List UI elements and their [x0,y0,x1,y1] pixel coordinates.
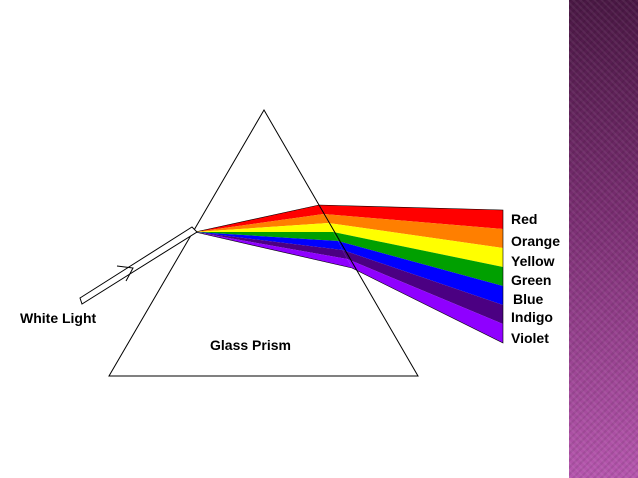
label-violet: Violet [511,330,549,346]
label-red: Red [511,211,537,227]
label-blue: Blue [513,291,544,307]
band-blue [337,241,503,305]
inner-band-blue [195,232,343,250]
inner-band-yellow [195,223,334,232]
spectrum-bands [194,204,504,344]
label-indigo: Indigo [511,309,553,325]
band-red [319,205,503,229]
label-yellow: Yellow [511,253,555,269]
decorative-side-bar [569,0,638,478]
label-green: Green [511,272,551,288]
inner-band-orange [195,214,329,232]
glass-prism-triangle [108,109,419,377]
band-orange [323,214,503,248]
white-light-beam [79,226,198,305]
inner-band-green [195,232,338,241]
band-green [333,232,503,286]
band-indigo [342,250,503,324]
band-violet [347,259,503,343]
beam-arrow-icon [116,265,134,282]
band-yellow [328,223,503,267]
label-orange: Orange [511,233,560,249]
white-light-label: White Light [20,310,97,326]
glass-prism-label: Glass Prism [210,337,291,353]
spectrum-outline [194,204,504,344]
